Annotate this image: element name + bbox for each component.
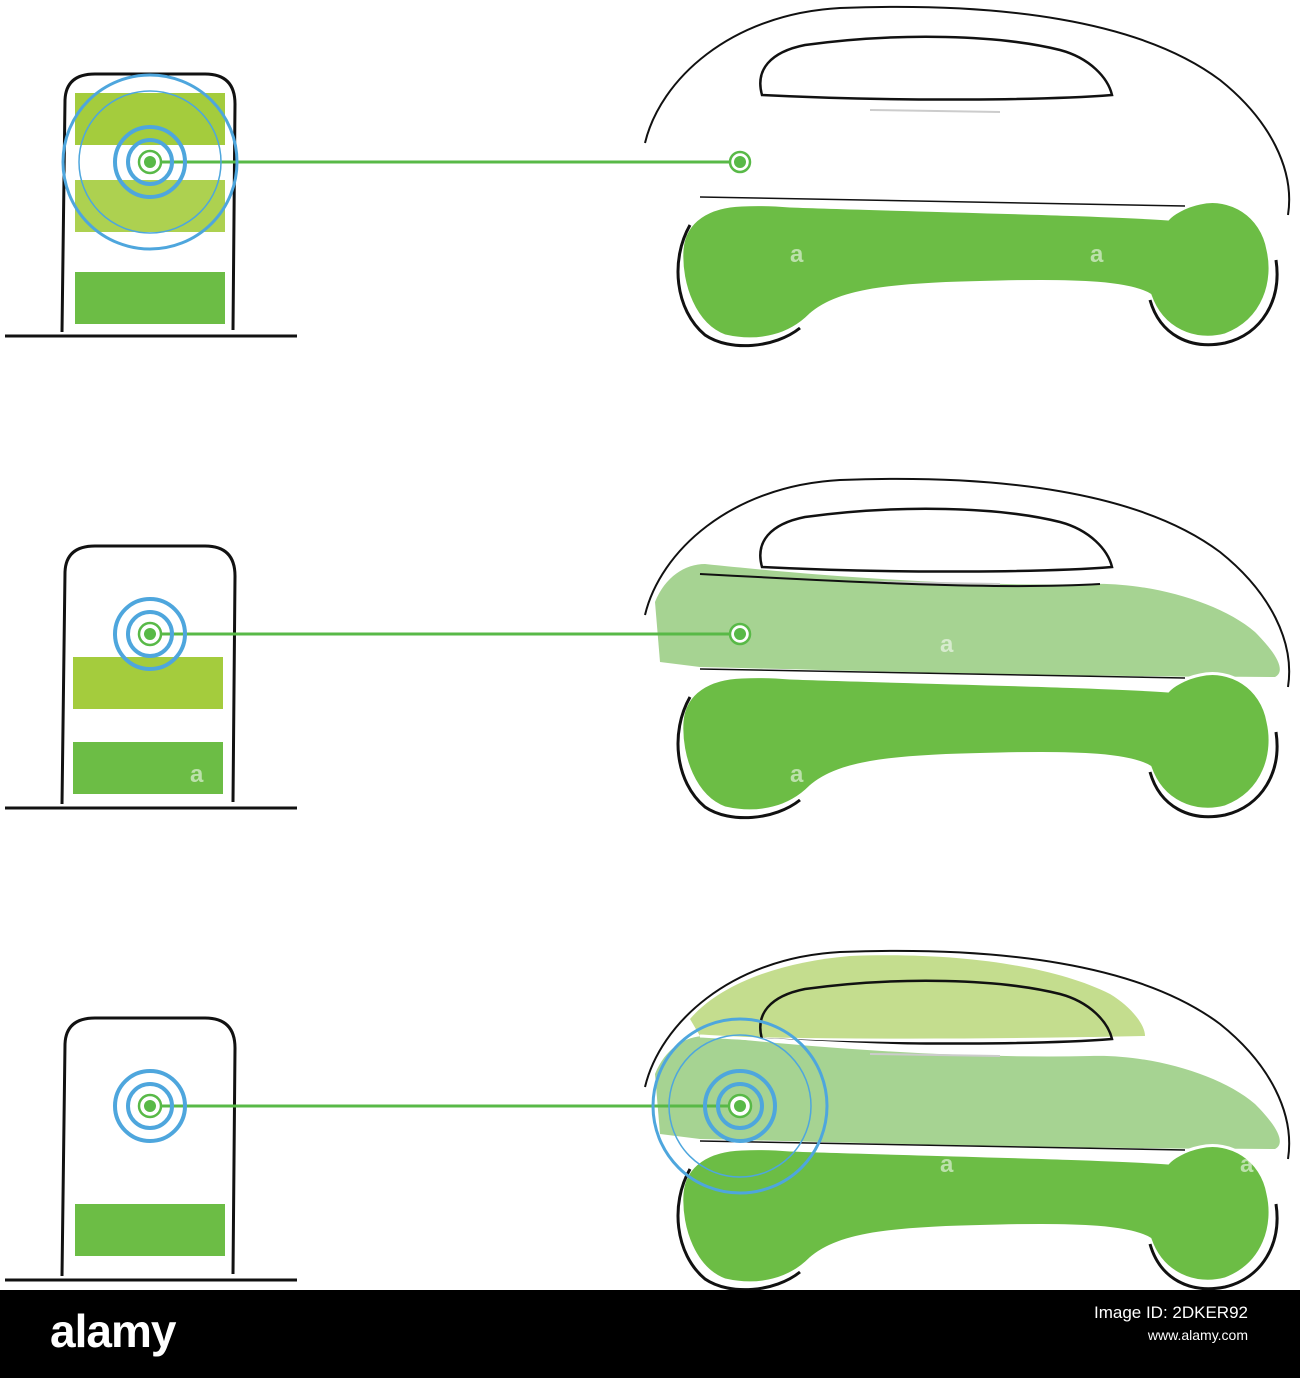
svg-text:a: a [190, 761, 204, 788]
charge-bar-bottom [73, 742, 223, 794]
site-url: www.alamy.com [1147, 1327, 1248, 1343]
stock-info: Image ID: 2DKER92 www.alamy.com [1094, 1302, 1248, 1346]
car-roof-charge-fill [690, 955, 1145, 1039]
image-id: Image ID: 2DKER92 [1093, 1303, 1248, 1322]
svg-text:a: a [1090, 761, 1104, 788]
car-body-charge-fill [655, 564, 1280, 677]
watermark-marks: a a a a a a a a [190, 241, 1254, 1178]
svg-text:a: a [940, 1151, 954, 1178]
charge-bar-top [75, 93, 225, 145]
electric-car-icon [643, 5, 1291, 348]
car-body-charge-fill [655, 1036, 1280, 1149]
stage-3 [3, 949, 1291, 1290]
brand-logo: alamy [50, 1305, 176, 1357]
charging-station-icon [3, 72, 299, 338]
stage-2 [3, 477, 1291, 820]
svg-text:a: a [940, 631, 954, 658]
charge-bar-middle [75, 180, 225, 232]
charging-station-icon [3, 1016, 299, 1282]
charge-bar-bottom [75, 272, 225, 324]
electric-car-icon [643, 477, 1291, 820]
electric-car-icon [643, 949, 1291, 1290]
svg-text:a: a [790, 241, 804, 268]
svg-text:a: a [1240, 1151, 1254, 1178]
charging-station-icon [3, 544, 299, 810]
footer-bar: alamy Image ID: 2DKER92 www.alamy.com [0, 1290, 1300, 1378]
stage-1 [3, 5, 1291, 348]
svg-text:a: a [1090, 241, 1104, 268]
svg-text:a: a [790, 761, 804, 788]
charge-bar-middle [73, 657, 223, 709]
charge-bar-bottom [75, 1204, 225, 1256]
wireless-charging-diagram: a a a a a a a a [3, 5, 1291, 1290]
